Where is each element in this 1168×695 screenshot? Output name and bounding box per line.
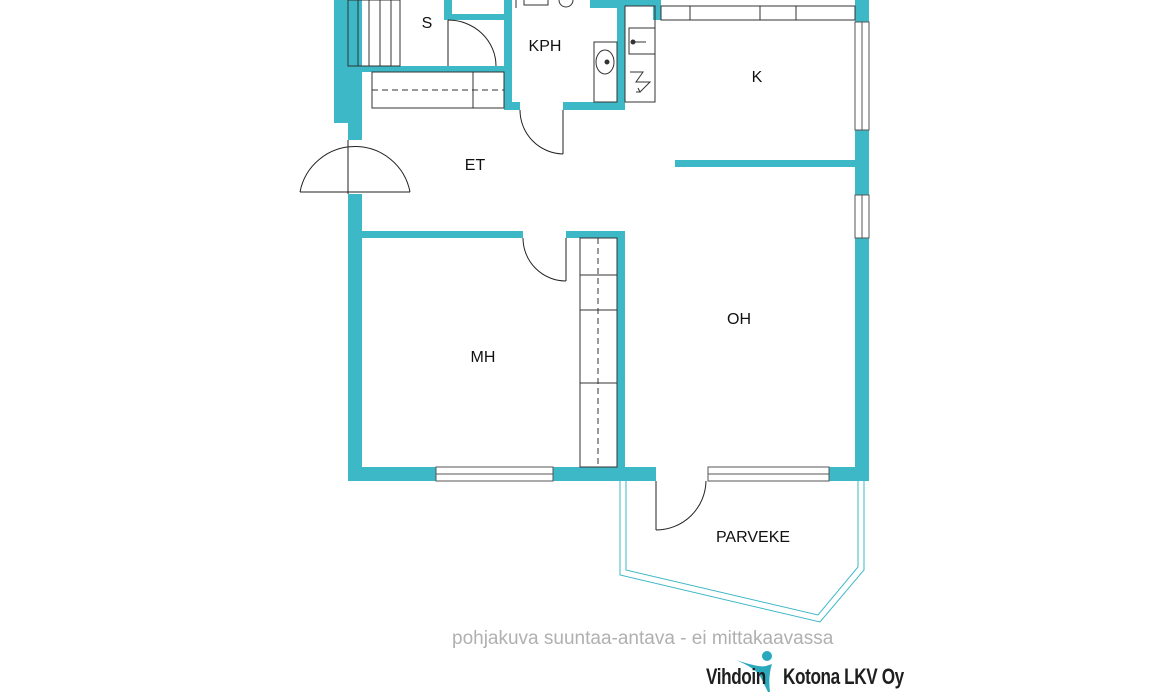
kitchen-counter <box>624 5 856 103</box>
hallway-wardrobe <box>371 71 505 109</box>
balcony-outline <box>619 481 865 623</box>
bathroom-wc <box>515 0 574 8</box>
room-label-parveke: PARVEKE <box>716 529 790 546</box>
bathroom-sink <box>593 41 618 103</box>
entrance-door <box>299 140 411 194</box>
brand-name: Vihdoin Kotona LKV Oy <box>706 664 904 690</box>
bathroom-door <box>519 109 564 155</box>
room-label-k: K <box>752 69 763 86</box>
room-label-s: S <box>422 15 433 32</box>
brand-left: Vihdoin <box>706 664 766 689</box>
fixtures <box>347 0 865 623</box>
room-labels: S KPH K ET MH OH PARVEKE <box>422 15 790 546</box>
bedroom-door <box>522 237 567 282</box>
doors <box>299 19 707 531</box>
room-label-kph: KPH <box>529 38 562 55</box>
bedroom-wardrobe <box>579 237 618 468</box>
walls <box>334 0 869 481</box>
room-label-et: ET <box>465 157 486 174</box>
room-label-mh: MH <box>471 349 496 366</box>
storage-door <box>447 19 497 67</box>
disclaimer-text: pohjakuva suuntaa-antava - ei mittakaava… <box>452 628 834 649</box>
storage-shelves <box>347 0 401 67</box>
brand-right: Kotona LKV Oy <box>783 664 904 689</box>
balcony-door <box>655 480 707 531</box>
figure-logo-icon <box>736 651 772 692</box>
windows <box>435 21 870 482</box>
room-label-oh: OH <box>727 311 751 328</box>
